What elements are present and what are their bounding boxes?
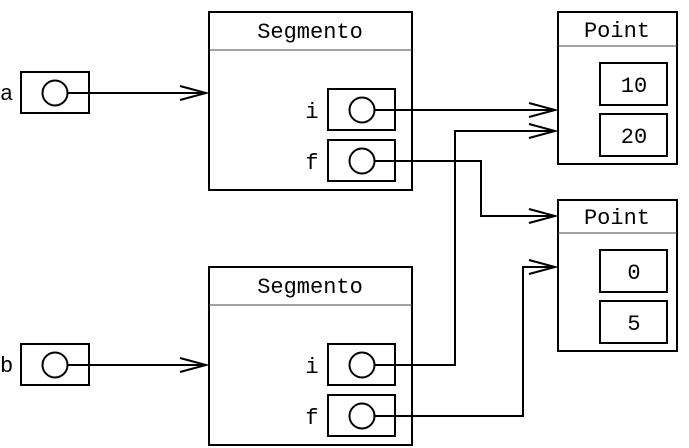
variable-a-label: a (0, 82, 13, 107)
point-object-1: Point 10 20 (557, 11, 678, 165)
point-1-value-y-box (599, 113, 668, 157)
arrow-segmento-1-f-to-point-2 (374, 160, 555, 217)
point-1-value-y: 20 (621, 125, 647, 150)
reference-arrows (67, 85, 559, 417)
segmento-1-field-i-label: i (305, 100, 318, 125)
arrowhead-icon (528, 259, 559, 275)
point-2-value-x-box (599, 249, 668, 293)
segmento-2-class-name: Segmento (257, 275, 363, 300)
point-2-value-y: 5 (627, 312, 640, 337)
segmento-object-1: Segmento i f (208, 11, 413, 191)
point-2-class-name: Point (584, 206, 650, 231)
point-1-value-x: 10 (621, 74, 647, 99)
point-2-value-x: 0 (627, 261, 640, 286)
point-1-value-x-box (599, 62, 668, 106)
segmento-1-field-f-label: f (305, 151, 318, 176)
variable-b-label: b (0, 354, 13, 379)
arrowhead-icon (179, 85, 210, 101)
arrow-segmento-2-i-to-point-1 (374, 130, 555, 366)
point-2-value-y-box (599, 300, 668, 344)
arrowhead-icon (179, 357, 210, 373)
arrowhead-icon (528, 102, 559, 118)
segmento-2-field-f-label: f (305, 406, 318, 431)
arrowhead-icon (528, 208, 559, 224)
segmento-1-class-name: Segmento (257, 20, 363, 45)
point-object-2: Point 0 5 (557, 199, 678, 352)
arrowhead-icon (528, 123, 559, 139)
segmento-object-2: Segmento i f (208, 266, 413, 446)
segmento-2-field-i-label: i (305, 355, 318, 380)
point-1-class-name: Point (584, 19, 650, 44)
arrow-segmento-2-f-to-point-2 (374, 266, 555, 417)
